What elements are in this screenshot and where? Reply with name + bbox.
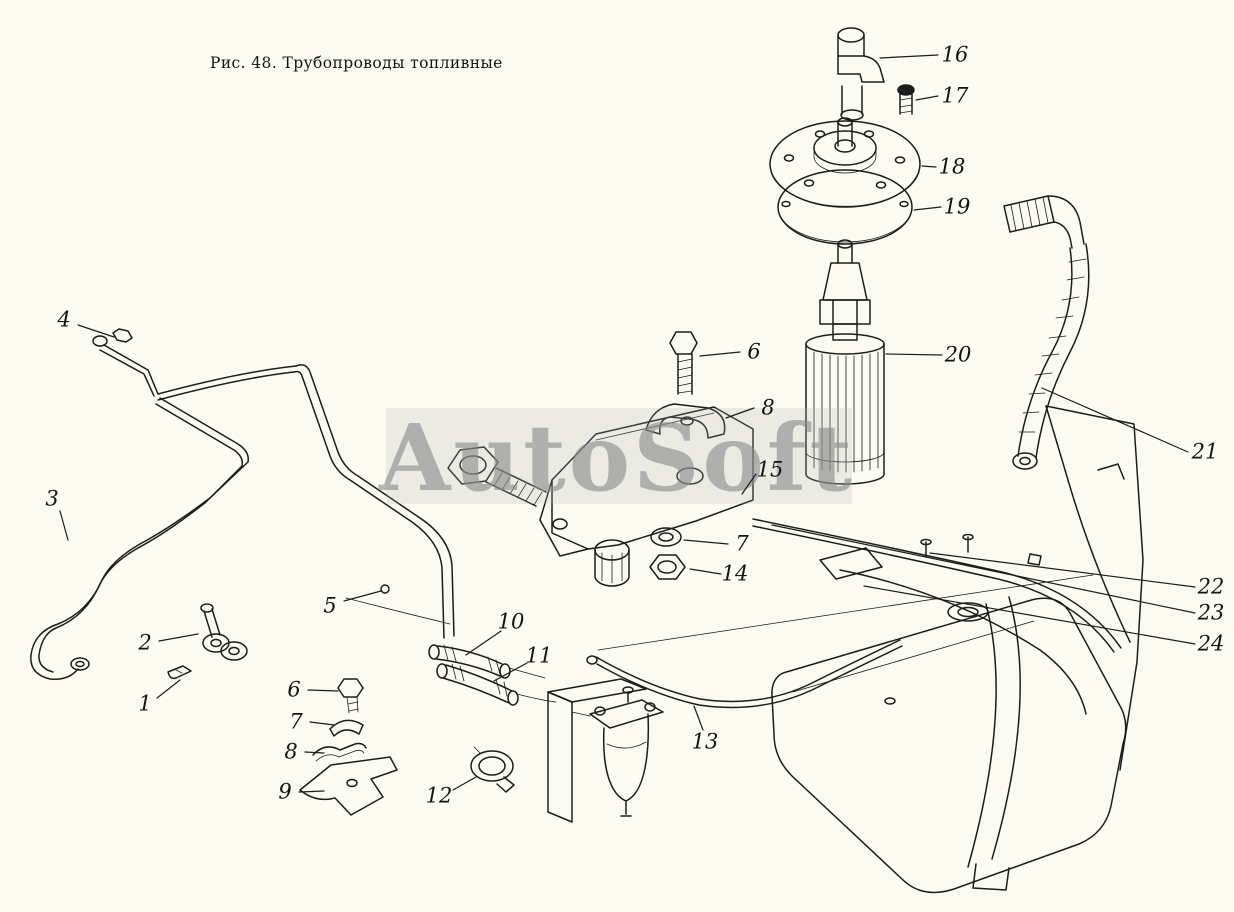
clamp-7-lower [329, 719, 364, 737]
part-number-label: 6 [747, 339, 761, 364]
leader-line [929, 552, 1196, 588]
clamp-2 [200, 603, 248, 661]
part-number-label: 7 [289, 709, 303, 734]
leader-line [309, 721, 335, 726]
fuel-pipe-13 [586, 639, 903, 709]
leader-line [343, 590, 382, 602]
figure-title: Рис. 48. Трубопроводы топливные [210, 54, 503, 72]
elbow-fitting-16 [837, 27, 885, 121]
part-number-label: 16 [941, 42, 969, 67]
leader-line [863, 585, 1196, 645]
tank-top-hardware [597, 518, 1122, 715]
washer-7 [650, 527, 682, 547]
part-number-label: 10 [497, 609, 525, 634]
part-number-label: 15 [756, 457, 784, 482]
elbow-hose-21 [1003, 195, 1090, 470]
leader-line [158, 633, 199, 642]
part-number-label: 23 [1197, 600, 1225, 625]
flange-18 [769, 117, 921, 208]
leader-line [693, 705, 704, 731]
part-number-label: 4 [57, 307, 71, 332]
leader-line [689, 568, 722, 575]
filter-cartridge-20 [805, 333, 885, 485]
leader-line [1041, 387, 1189, 453]
screw-17 [897, 84, 915, 115]
leader-line [915, 95, 939, 101]
part-number-label: 22 [1197, 574, 1225, 599]
leader-line [304, 751, 325, 754]
part-number-label: 19 [943, 194, 971, 219]
watermark: AutoSoft [378, 404, 856, 512]
bolt-6-lower [337, 678, 364, 714]
leader-line [493, 662, 528, 682]
hoses-10-11 [428, 644, 557, 706]
part-number-label: 18 [938, 154, 966, 179]
leader-line [77, 324, 115, 338]
part-number-label: 6 [287, 677, 301, 702]
part-number-label: 8 [761, 395, 775, 420]
part-number-label: 8 [284, 739, 298, 764]
sediment-filter-assembly [547, 678, 664, 823]
leader-line [921, 165, 937, 168]
union-bolt [447, 446, 547, 507]
clip-1 [167, 665, 192, 680]
part-number-label: 13 [691, 729, 719, 754]
part-number-label: 5 [323, 593, 337, 618]
part-number-label: 20 [944, 342, 972, 367]
leader-line [771, 524, 1196, 614]
leader-line [885, 353, 943, 356]
part-number-label: 7 [735, 531, 749, 556]
part-number-label: 17 [941, 83, 969, 108]
pickup-connector [819, 239, 871, 341]
leader-line [298, 790, 325, 793]
leader-line [307, 689, 339, 692]
nut-14 [594, 539, 686, 587]
part-number-label: 9 [278, 779, 292, 804]
leader-line [699, 351, 741, 357]
watermark-band [386, 408, 852, 504]
bolt-6-top [669, 331, 698, 395]
part-number-label: 1 [138, 691, 152, 716]
clamp-8-top [645, 403, 726, 439]
leader-line [741, 473, 757, 495]
leader-line [683, 539, 729, 545]
clip-8-lower [312, 742, 367, 762]
fuel-pipes-left [30, 328, 455, 681]
part-number-label: 24 [1197, 631, 1225, 656]
bracket-15 [539, 406, 754, 557]
leader-line [156, 679, 181, 699]
leader-line [913, 206, 942, 211]
part-number-label: 14 [721, 561, 749, 586]
body-panel [1045, 405, 1144, 771]
leader-line [465, 630, 502, 656]
leader-line [879, 54, 939, 59]
part-number-label: 21 [1191, 439, 1219, 464]
clamp-12 [470, 746, 515, 793]
leader-line [59, 510, 69, 541]
part-number-label: 3 [45, 486, 59, 511]
bracket-9 [299, 756, 398, 816]
part-number-label: 11 [525, 643, 553, 668]
part-number-label: 12 [425, 783, 453, 808]
gasket-19 [777, 169, 913, 245]
leader-line [725, 407, 755, 419]
leader-line [452, 776, 477, 791]
part-number-label: 2 [138, 630, 152, 655]
